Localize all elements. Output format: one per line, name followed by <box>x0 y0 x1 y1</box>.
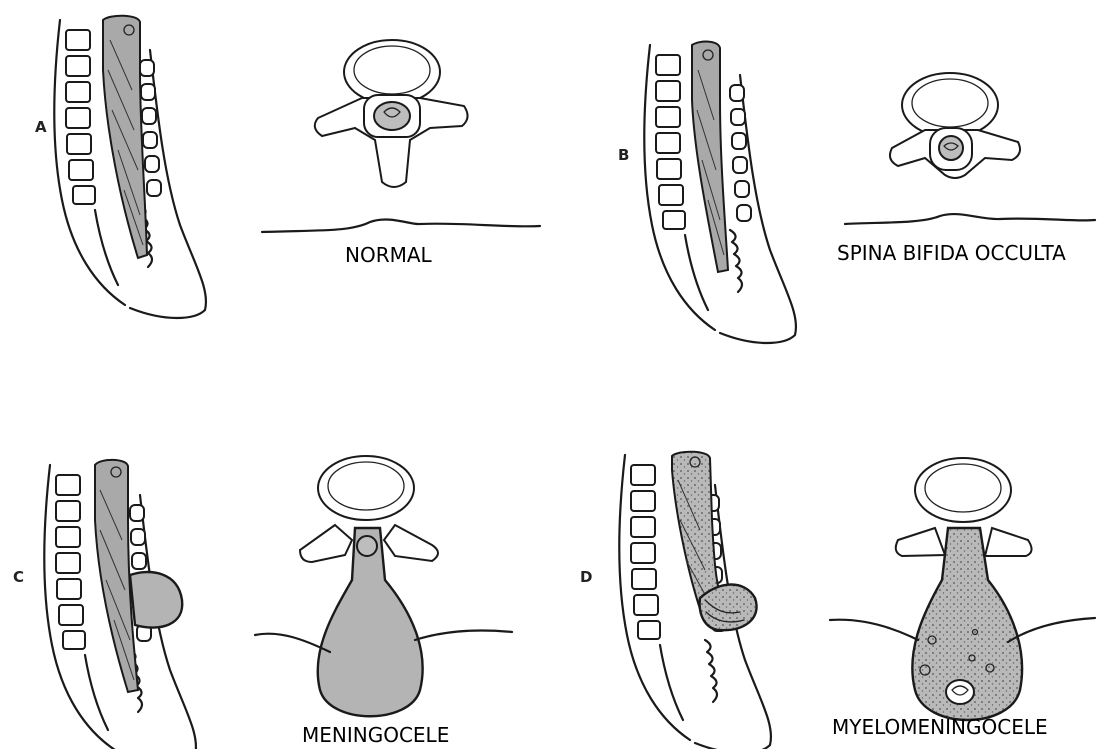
skin-line-a <box>262 219 540 232</box>
panel-c: C MENINGOCELE <box>13 456 512 749</box>
caption-normal: NORMAL <box>345 243 433 267</box>
panel-letter-b: B <box>618 146 629 164</box>
axial-vertebra-c <box>300 456 438 716</box>
sagittal-spine-a <box>54 16 206 318</box>
panel-letter-c: C <box>13 568 24 586</box>
exposed-cord-axial <box>946 680 974 704</box>
caption-myelomeningocele: MYELOMENINGOCELE <box>832 715 1048 739</box>
sagittal-spine-b <box>644 42 796 343</box>
caption-meningocele: MENINGOCELE <box>302 723 449 747</box>
panel-letter-d: D <box>580 568 592 586</box>
meningocele-sac-sagittal <box>130 572 182 628</box>
panel-letter-a: A <box>35 118 47 136</box>
spinal-cord-a <box>103 16 147 258</box>
sagittal-spine-c <box>44 460 196 749</box>
axial-vertebra-a <box>315 40 468 187</box>
sagittal-spine-d <box>619 452 771 749</box>
panel-a: A NORMAL <box>35 16 540 318</box>
myelomeningocele-sac-sagittal <box>700 585 757 631</box>
axial-vertebra-d <box>896 458 1032 720</box>
panel-d: D MYELOMENINGOCELE <box>580 452 1095 749</box>
caption-spina-bifida-occulta: SPINA BIFIDA OCCULTA <box>837 241 1066 265</box>
axial-vertebra-b <box>890 73 1020 178</box>
skin-line-b <box>845 214 1095 224</box>
panel-b: B SPINA BIFIDA OCCULTA <box>618 42 1095 343</box>
spinal-cord-b <box>692 42 728 272</box>
